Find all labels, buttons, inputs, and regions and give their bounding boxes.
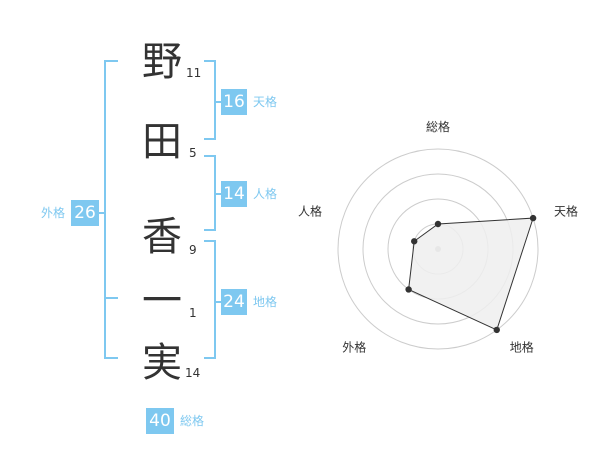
stroke-count-5: 14 (185, 366, 201, 380)
radar-axis-label-2: 天格 (554, 203, 578, 218)
soukaku-label: 総格 (180, 414, 205, 428)
chikaku-bracket-top (204, 240, 216, 242)
gaikaku-label: 外格 (41, 206, 66, 220)
gaikaku-bracket-mid (104, 297, 118, 299)
radar-point-4 (405, 286, 412, 293)
chikaku-badge: 24 (221, 289, 247, 315)
tenkaku-badge: 16 (221, 89, 247, 115)
radar-series-area (408, 217, 534, 331)
tenkaku-connector (214, 101, 222, 103)
radar-point-3 (493, 326, 500, 334)
radar-axis-label-3: 地格 (510, 340, 534, 355)
name-char-4: 一 (142, 278, 182, 324)
gaikaku-badge: 26 (71, 200, 99, 226)
tenkaku-bracket (214, 60, 216, 140)
chikaku-connector (214, 301, 222, 303)
name-char-5: 実 (142, 340, 182, 386)
stroke-count-4: 1 (189, 306, 197, 320)
jinkaku-label: 人格 (253, 187, 278, 201)
jinkaku-bracket-bottom (204, 229, 216, 231)
stroke-count-2: 5 (189, 146, 197, 160)
radar-axis-label-5: 人格 (298, 203, 322, 218)
radar-grid-ring-4 (337, 148, 539, 350)
tenkaku-label: 天格 (253, 95, 278, 109)
jinkaku-connector (214, 193, 222, 195)
chikaku-bracket (214, 240, 216, 359)
tenkaku-bracket-top (204, 60, 216, 62)
name-char-1: 野 (142, 39, 182, 85)
radar-point-2 (529, 214, 537, 222)
gaikaku-bracket-bottom (104, 357, 118, 359)
stroke-count-1: 11 (186, 66, 202, 80)
radar-axis-label-1: 総格 (426, 119, 450, 134)
name-char-2: 田 (142, 119, 182, 165)
radar-axis-label-4: 外格 (342, 340, 366, 355)
soukaku-badge: 40 (146, 408, 174, 434)
gaikaku-bracket (104, 60, 106, 359)
name-char-3: 香 (142, 214, 182, 260)
radar-point-1 (434, 220, 442, 228)
jinkaku-bracket-top (204, 155, 216, 157)
gaikaku-bracket-top (104, 60, 118, 62)
chikaku-label: 地格 (253, 295, 278, 309)
tenkaku-bracket-bottom (204, 138, 216, 140)
radar-point-5 (411, 238, 418, 245)
jinkaku-badge: 14 (221, 181, 247, 207)
stroke-count-3: 9 (189, 243, 197, 257)
gaikaku-connector (96, 212, 106, 214)
chikaku-bracket-bottom (204, 357, 216, 359)
